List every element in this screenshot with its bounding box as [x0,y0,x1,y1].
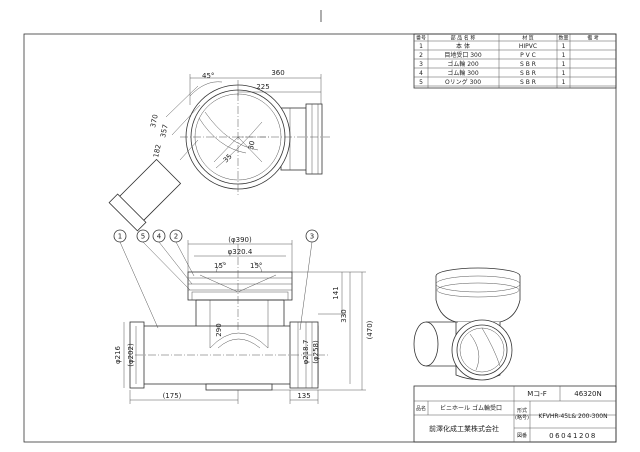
th-no: 番号 [416,35,426,42]
dim-45-deg: 45° [202,72,214,80]
svg-text:4: 4 [419,70,423,77]
svg-text:目地受口 300: 目地受口 300 [444,51,482,59]
parts-table: 番号 部 品 名 称 材 質 数量 備 考 1 本 体 HIPVC 1 2 目地… [413,33,617,89]
dim-135: 135 [297,392,310,400]
dim-470: (470) [366,320,374,339]
angle-right: 15° [250,262,262,270]
dim-175: (175) [163,392,182,400]
angle-left: 15° [214,262,226,270]
doc-value: 06041208 [549,432,597,440]
top-view: 360 225 45° 370 357 182 30 35 [108,69,330,232]
svg-text:1: 1 [562,70,566,77]
balloon-3: 3 [299,229,319,331]
svg-text:1: 1 [562,43,566,50]
svg-text:ゴム輪 200: ゴム輪 200 [447,60,479,68]
code-value: 46320N [574,390,602,398]
dim-141: 141 [332,286,340,299]
model-label: 形式 [517,407,527,414]
th-name: 部 品 名 称 [451,35,476,42]
dim-390: (φ390) [228,236,252,244]
dim-357: 357 [159,124,170,139]
balloon-4: 4 [152,229,193,285]
table-row: 4 ゴム輪 300 S B R 1 [419,69,566,77]
iso-side-socket [413,321,439,367]
balloon-1: 1 [113,229,159,329]
svg-text:1: 1 [118,233,122,241]
svg-text:1: 1 [562,61,566,68]
svg-text:本 体: 本 体 [456,42,470,50]
dim-182: 182 [152,144,163,159]
svg-text:5: 5 [419,79,423,86]
svg-text:ゴム輪 300: ゴム輪 300 [447,69,479,77]
dim-370: 370 [149,114,160,129]
balloon-2: 2 [169,229,195,277]
svg-text:Oリング 300: Oリング 300 [445,78,481,86]
top-socket-front [187,271,293,301]
dim-320-4: φ320.4 [228,248,253,256]
dim-216: φ216 [114,345,122,364]
th-qty: 数量 [558,35,568,42]
table-row: 5 Oリング 300 S B R 1 [419,78,566,86]
company-name: 前澤化成工業株式会社 [429,424,499,433]
svg-text:2: 2 [419,52,423,59]
svg-text:1: 1 [562,52,566,59]
title-block: Mコ-F 46320N 品名 ビニホール ゴム輪受口 形式 (略号) KFVHR… [413,385,617,443]
dim-360: 360 [271,69,284,77]
front-view: 1 5 4 2 3 (φ390) φ320.4 1 [113,229,374,404]
dim-218-7: φ218.7 [302,340,310,365]
svg-text:3: 3 [419,61,423,68]
model-value: KFVHR-45L& 200-300N [538,413,607,420]
svg-text:HIPVC: HIPVC [519,43,537,50]
dim-225: 225 [256,83,269,91]
dim-30: 30 [247,140,256,150]
dim-35: 35 [222,152,234,164]
th-material: 材 質 [522,35,534,42]
svg-text:4: 4 [157,233,162,241]
svg-text:5: 5 [141,233,145,241]
dim-202: (φ202) [127,343,135,367]
doc-label: 図番 [517,432,527,439]
svg-text:S B R: S B R [520,61,536,68]
svg-text:3: 3 [310,233,314,241]
svg-text:1: 1 [419,43,423,50]
name-value: ビニホール ゴム輪受口 [440,404,502,412]
dim-330: 330 [340,309,348,322]
table-row: 1 本 体 HIPVC 1 [419,42,566,50]
code-label: Mコ-F [527,390,547,398]
table-row: 2 目地受口 300 P V C 1 [419,51,566,59]
table-row: 3 ゴム輪 200 S B R 1 [419,60,566,68]
svg-text:1: 1 [562,79,566,86]
svg-text:2: 2 [174,233,178,241]
balloon-5: 5 [136,229,191,291]
model-sub: (略号) [515,414,529,421]
dim-290: 290 [215,323,223,336]
svg-text:S B R: S B R [520,79,536,86]
isometric-view [413,267,521,381]
svg-text:S B R: S B R [520,70,536,77]
drawing-frame [23,33,617,443]
svg-text:P V C: P V C [520,52,536,59]
th-remark: 備 考 [587,35,599,42]
dim-258: (φ258) [312,340,320,364]
name-label: 品名 [416,405,426,412]
iso-front-opening [451,319,513,381]
